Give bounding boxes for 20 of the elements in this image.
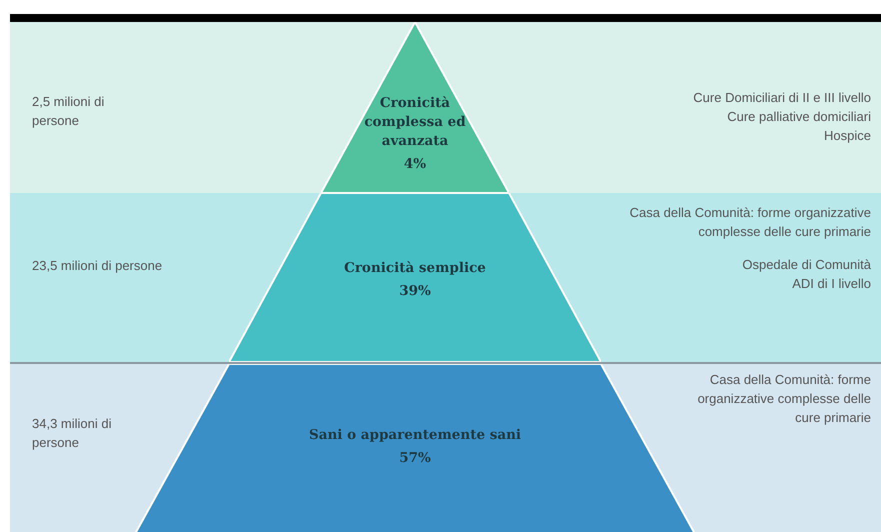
care-setting-text: Casa della Comunità: forme organizzative complesse delle cure primarie — [696, 371, 871, 427]
care-setting-text: Cure palliative domiciliari — [727, 108, 871, 126]
tier-percentage: 4% — [404, 155, 426, 174]
pyramid-tier — [135, 364, 695, 532]
tier-band — [10, 193, 881, 362]
care-setting-text: Ospedale di Comunità — [742, 256, 871, 274]
population-label: 23,5 milioni di persone — [32, 257, 162, 275]
tier-title: Cronicità semplice — [344, 259, 486, 278]
care-setting-text: Cure Domiciliari di II e III livello — [693, 89, 871, 107]
tier-percentage: 57% — [399, 449, 431, 468]
tier-percentage: 39% — [399, 282, 431, 301]
tier-band — [10, 362, 881, 532]
tier-title: Sani o apparentemente sani — [308, 426, 522, 445]
population-label: 2,5 milioni di persone — [32, 93, 106, 130]
population-label: 34,3 milioni di persone — [32, 415, 112, 452]
tier-band — [10, 22, 881, 193]
tier-title: Cronicità complessa ed avanzata — [363, 94, 467, 151]
care-setting-text: Casa della Comunità: forme organizzative complesse delle cure primarie — [628, 204, 871, 241]
care-setting-text: Hospice — [824, 127, 871, 145]
care-setting-text: ADI di I livello — [792, 275, 871, 293]
